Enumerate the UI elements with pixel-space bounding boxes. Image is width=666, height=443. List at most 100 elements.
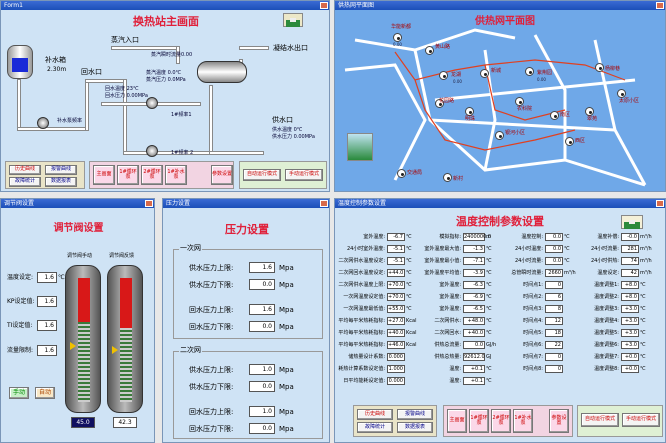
param-input[interactable]: +70.0 bbox=[387, 293, 405, 301]
param-input[interactable]: 0 bbox=[545, 365, 563, 373]
pump1-button[interactable]: 1#循环泵 bbox=[469, 409, 489, 433]
close-icon[interactable] bbox=[656, 2, 664, 9]
kp-set-input[interactable]: 1.6 bbox=[37, 296, 57, 307]
auto-mode-button[interactable]: 自动运行模式 bbox=[243, 169, 281, 181]
close-icon[interactable] bbox=[320, 200, 328, 207]
param-input[interactable]: +27.0 bbox=[387, 317, 405, 325]
param-input[interactable]: 0.000 bbox=[387, 377, 405, 385]
plant-icon[interactable] bbox=[621, 215, 643, 229]
param-input[interactable]: +0.0 bbox=[621, 365, 639, 373]
circulation-pump-1[interactable] bbox=[146, 97, 158, 109]
photo-thumbnail[interactable] bbox=[347, 133, 373, 161]
secondary-supply-upper-input[interactable]: 1.0 bbox=[249, 364, 275, 375]
history-curve-button[interactable]: 历史曲线 bbox=[357, 409, 393, 420]
param-input[interactable]: 0.0 bbox=[545, 233, 563, 241]
param-input[interactable]: -5.1 bbox=[387, 257, 405, 265]
param-input[interactable]: 2400000.0 bbox=[463, 233, 492, 241]
secondary-supply-lower-input[interactable]: 0.0 bbox=[249, 381, 275, 392]
param-input[interactable]: +0.1 bbox=[463, 365, 485, 373]
param-input[interactable]: +0.0 bbox=[621, 353, 639, 361]
param-input[interactable]: +0.1 bbox=[463, 377, 485, 385]
param-input[interactable]: +55.0 bbox=[387, 305, 405, 313]
param-input[interactable]: 92612.0 bbox=[463, 353, 485, 361]
secondary-return-lower-input[interactable]: 0.0 bbox=[249, 423, 275, 434]
circulation-pump-2[interactable] bbox=[146, 145, 158, 157]
param-input[interactable]: +3.0 bbox=[621, 305, 639, 313]
param-settings-button[interactable]: 参数设置 bbox=[211, 165, 233, 185]
param-input[interactable]: +3.0 bbox=[621, 317, 639, 325]
temp-set-input[interactable]: 1.6 bbox=[37, 272, 57, 283]
primary-return-lower-input[interactable]: 0.0 bbox=[249, 321, 275, 332]
param-input[interactable]: 6 bbox=[545, 293, 563, 301]
plant-icon[interactable] bbox=[283, 13, 303, 27]
primary-supply-upper-input[interactable]: 1.6 bbox=[249, 262, 275, 273]
title-bar[interactable]: 温度控制参数设置 bbox=[335, 199, 665, 208]
auto-button[interactable]: 自动 bbox=[35, 387, 55, 399]
close-icon[interactable] bbox=[320, 2, 328, 9]
param-input[interactable]: 12 bbox=[545, 317, 563, 325]
param-input[interactable]: 42 bbox=[621, 269, 639, 277]
title-bar[interactable]: 供热网平面图 bbox=[335, 1, 665, 10]
makeup-pump[interactable] bbox=[37, 117, 49, 129]
fault-stats-button[interactable]: 故障统计 bbox=[9, 177, 41, 187]
title-bar[interactable]: Form1 bbox=[1, 1, 329, 10]
param-settings-button[interactable]: 参数设置 bbox=[549, 409, 569, 433]
param-input[interactable]: +8.0 bbox=[621, 293, 639, 301]
makeup-pump-button[interactable]: 1#补水泵 bbox=[513, 409, 533, 433]
param-input[interactable]: 22 bbox=[545, 341, 563, 349]
ti-set-input[interactable]: 1.6 bbox=[37, 320, 57, 331]
pump1-button[interactable]: 1#循环泵 bbox=[117, 165, 139, 185]
auto-mode-button[interactable]: 自动运行模式 bbox=[581, 413, 619, 427]
manual-mode-button[interactable]: 手动运行模式 bbox=[622, 413, 660, 427]
param-input[interactable]: +40.0 bbox=[387, 329, 405, 337]
close-icon[interactable] bbox=[656, 200, 664, 207]
primary-supply-lower-input[interactable]: 0.0 bbox=[249, 279, 275, 290]
param-input[interactable]: -7.1 bbox=[463, 257, 485, 265]
data-report-button[interactable]: 数据报表 bbox=[45, 177, 77, 187]
param-input[interactable]: -6.7 bbox=[387, 233, 405, 241]
param-input[interactable]: +3.0 bbox=[621, 341, 639, 349]
param-input[interactable]: +46.0 bbox=[387, 341, 405, 349]
param-input[interactable]: 74 bbox=[621, 257, 639, 265]
param-input[interactable]: 0.0 bbox=[463, 341, 485, 349]
secondary-return-upper-input[interactable]: 1.0 bbox=[249, 406, 275, 417]
param-input[interactable]: -5.1 bbox=[387, 245, 405, 253]
valve-manual-gauge[interactable] bbox=[65, 265, 101, 413]
param-input[interactable]: -3.9 bbox=[463, 269, 485, 277]
param-input[interactable]: 0 bbox=[545, 353, 563, 361]
param-input[interactable]: +40.0 bbox=[463, 329, 485, 337]
param-input[interactable]: 1.000 bbox=[387, 365, 405, 373]
param-input[interactable]: 18 bbox=[545, 329, 563, 337]
title-bar[interactable]: 压力设置 bbox=[163, 199, 329, 208]
pump2-button[interactable]: 2#循环泵 bbox=[141, 165, 163, 185]
manual-mode-button[interactable]: 手动运行模式 bbox=[285, 169, 323, 181]
fault-stats-button[interactable]: 故障统计 bbox=[357, 422, 393, 433]
param-input[interactable]: 0.0 bbox=[545, 245, 563, 253]
param-input[interactable]: -6.9 bbox=[463, 293, 485, 301]
param-input[interactable]: +48.0 bbox=[463, 317, 485, 325]
param-input[interactable]: +44.0 bbox=[387, 269, 405, 277]
param-input[interactable]: 2660 bbox=[545, 269, 563, 277]
history-curve-button[interactable]: 历史曲线 bbox=[9, 165, 41, 175]
param-input[interactable]: -6.5 bbox=[463, 305, 485, 313]
param-input[interactable]: -6.3 bbox=[463, 281, 485, 289]
close-icon[interactable] bbox=[145, 200, 153, 207]
param-input[interactable]: 281 bbox=[621, 245, 639, 253]
param-input[interactable]: 0 bbox=[545, 281, 563, 289]
param-input[interactable]: +70.0 bbox=[387, 281, 405, 289]
heat-exchanger[interactable] bbox=[197, 61, 247, 83]
alarm-curve-button[interactable]: 报警曲线 bbox=[397, 409, 433, 420]
param-input[interactable]: -0.0 bbox=[621, 233, 639, 241]
main-screen-button[interactable]: 主画面 bbox=[93, 165, 115, 185]
main-screen-button[interactable]: 主画面 bbox=[447, 409, 467, 433]
makeup-pump-button[interactable]: 1#补水泵 bbox=[165, 165, 187, 185]
title-bar[interactable]: 调节阀设置 bbox=[1, 199, 154, 208]
primary-return-upper-input[interactable]: 1.6 bbox=[249, 304, 275, 315]
alarm-curve-button[interactable]: 报警曲线 bbox=[45, 165, 77, 175]
param-input[interactable]: 0.0 bbox=[545, 257, 563, 265]
manual-button[interactable]: 手动 bbox=[9, 387, 29, 399]
param-input[interactable]: -1.3 bbox=[463, 245, 485, 253]
param-input[interactable]: +8.0 bbox=[621, 281, 639, 289]
param-input[interactable]: +3.0 bbox=[621, 329, 639, 337]
data-report-button[interactable]: 数据报表 bbox=[397, 422, 433, 433]
